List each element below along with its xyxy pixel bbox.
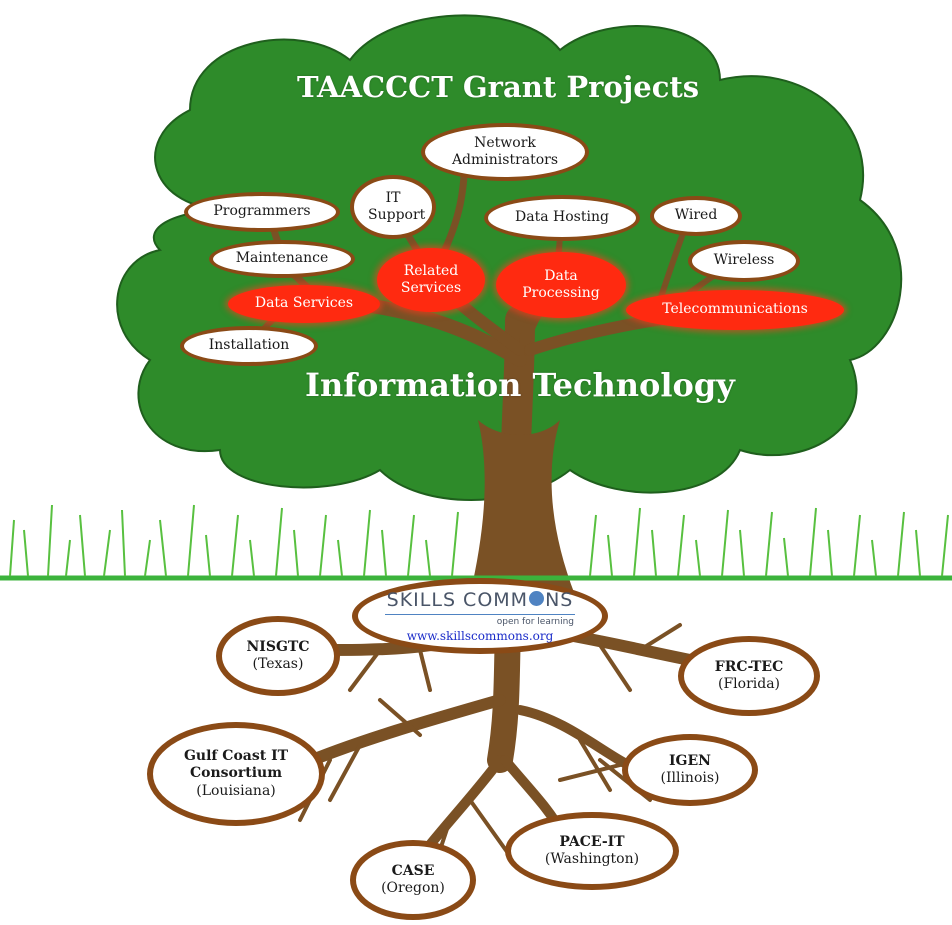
branch-data-hosting: Data Hosting: [484, 195, 640, 241]
branch-maintenance: Maintenance: [209, 240, 355, 278]
root-state: (Washington): [544, 851, 640, 867]
root-frc-tec: FRC-TEC (Florida): [678, 636, 820, 716]
center-title: Information Technology: [305, 366, 735, 404]
branch-it-support: IT Support: [350, 175, 436, 239]
node-label: Programmers: [213, 203, 311, 220]
root-name: PACE-IT: [559, 833, 625, 850]
node-label: Network Administrators: [451, 134, 559, 169]
node-label: Data Hosting: [515, 209, 609, 226]
tree-trunk: [470, 420, 575, 595]
branch-wireless: Wireless: [688, 240, 800, 282]
branch-related-services: Related Services: [377, 248, 485, 312]
branch-installation: Installation: [180, 326, 318, 366]
skills-commons-url: www.skillscommons.org: [406, 628, 554, 643]
node-label: Related Services: [400, 262, 462, 297]
branch-programmers: Programmers: [184, 192, 340, 232]
logo-underline: [385, 614, 575, 616]
node-label: Data Services: [254, 295, 354, 312]
root-name: CASE: [391, 862, 435, 879]
node-label: Telecommunications: [662, 301, 808, 318]
gear-icon: [529, 590, 545, 606]
root-name: IGEN: [669, 752, 711, 769]
root-name: NISGTC: [246, 638, 310, 655]
node-label: Wired: [674, 207, 718, 224]
root-state: (Louisiana): [196, 782, 276, 799]
root-pace-it: PACE-IT (Washington): [505, 812, 679, 890]
root-state: (Florida): [717, 676, 781, 692]
node-label: IT Support: [368, 189, 426, 224]
branch-data-processing: Data Processing: [496, 252, 626, 318]
branch-wired: Wired: [650, 196, 742, 236]
branch-network-administrators: Network Administrators: [421, 123, 589, 181]
root-case: CASE (Oregon): [350, 840, 476, 920]
branch-telecommunications: Telecommunications: [626, 290, 844, 330]
root-state: (Oregon): [381, 880, 445, 896]
node-label: Wireless: [713, 252, 775, 269]
canopy-title: TAACCCT Grant Projects: [297, 70, 700, 104]
skills-commons-tagline: open for learning: [496, 617, 574, 628]
node-label: Installation: [208, 337, 290, 354]
root-igen: IGEN (Illinois): [622, 734, 758, 806]
node-label: Maintenance: [235, 250, 329, 267]
root-name: Gulf Coast IT Consortium: [183, 747, 289, 782]
root-state: (Illinois): [660, 770, 720, 786]
root-state: (Texas): [252, 656, 304, 672]
node-label: Data Processing: [522, 267, 600, 302]
root-name: FRC-TEC: [714, 658, 784, 675]
branch-data-services: Data Services: [228, 285, 380, 323]
tree-canopy: [116, 14, 903, 501]
root-nisgtc: NISGTC (Texas): [216, 616, 340, 696]
root-gulf-coast: Gulf Coast IT Consortium (Louisiana): [147, 722, 325, 826]
